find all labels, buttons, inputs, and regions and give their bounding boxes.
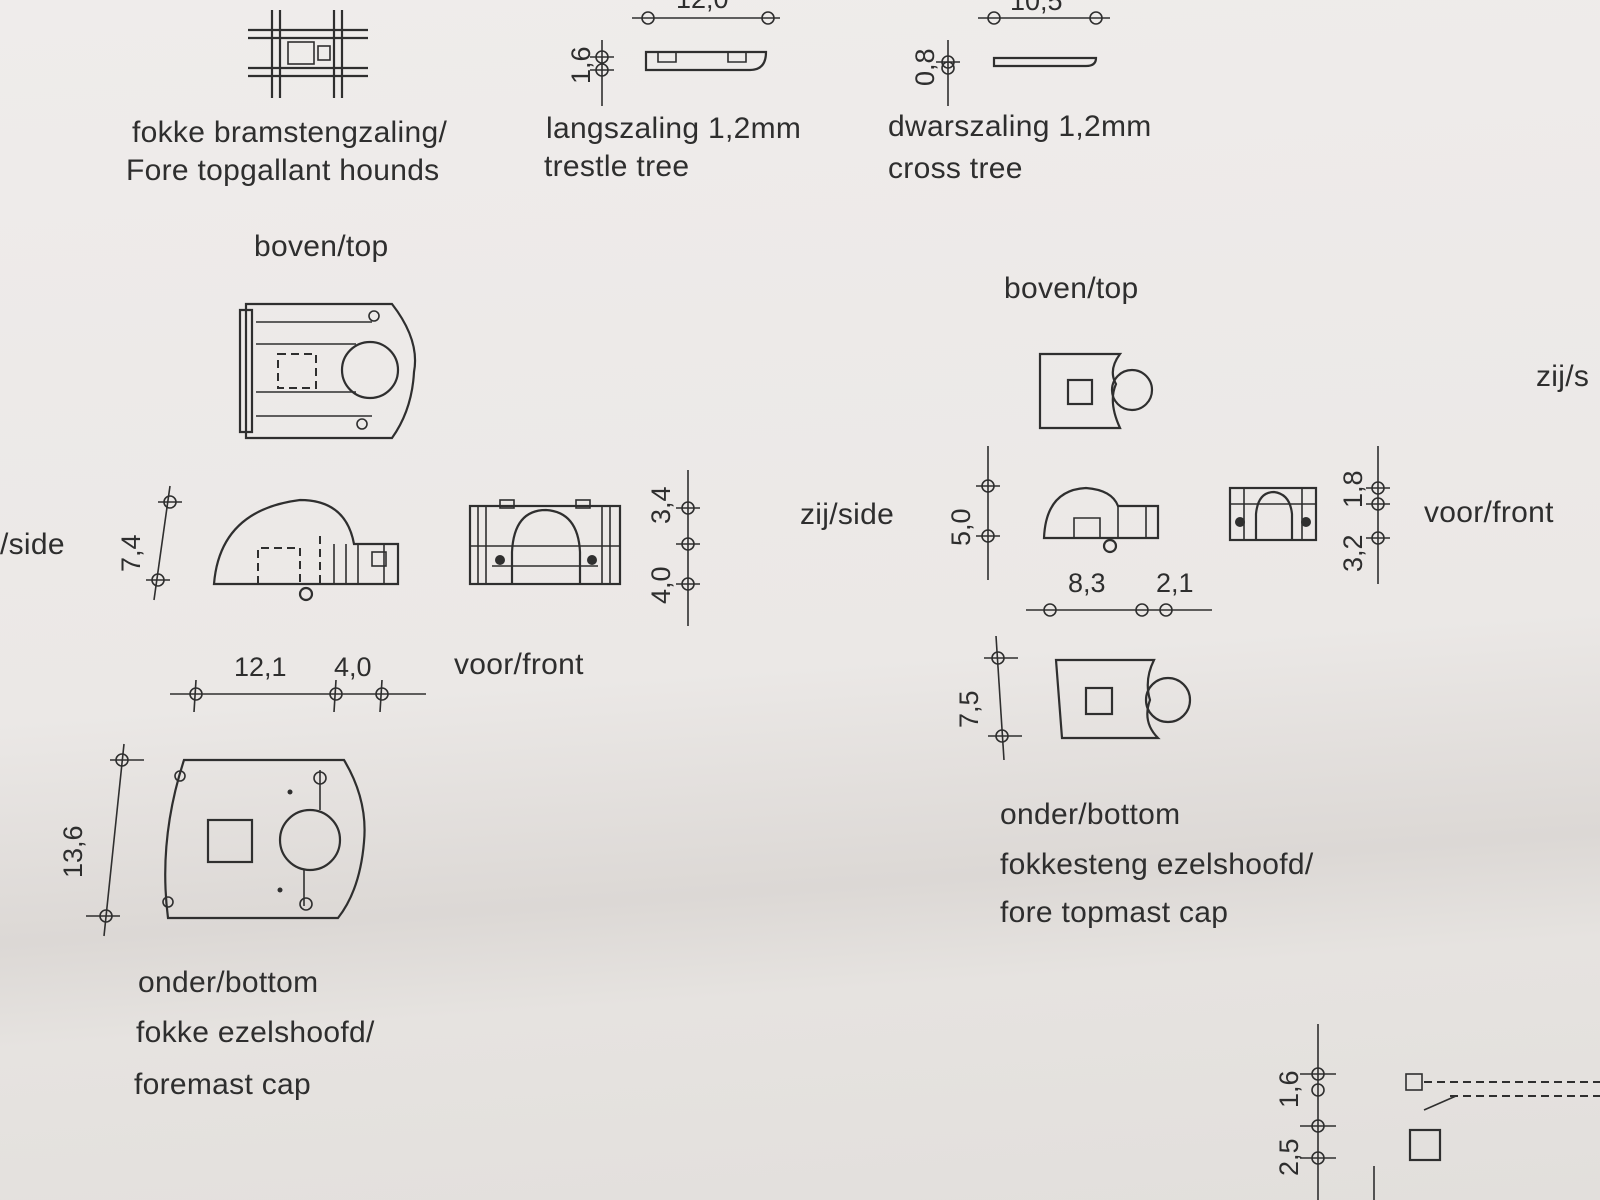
side-view-label-right-edge: zij/s: [1536, 360, 1590, 393]
trestle-tree-drawing: [590, 11, 780, 106]
dimension-corner-b: 1,6: [1274, 1070, 1304, 1108]
foremast-cap-label-en: foremast cap: [134, 1068, 312, 1101]
dimension-right-front-a: 3,2: [1338, 534, 1368, 572]
dimension-corner-a: 2,5: [1274, 1138, 1304, 1176]
front-view-label-right: voor/front: [1424, 496, 1554, 529]
topmast-cap-front-view: [1228, 446, 1390, 584]
dimension-right-front-b: 1,8: [1338, 470, 1368, 508]
dimension-left-bottom-height: 13,6: [58, 825, 88, 878]
foremast-cap-front-view: [468, 470, 700, 626]
dimension-trestle-height: 1,6: [566, 46, 596, 84]
cross-tree-label-en: cross tree: [888, 152, 1023, 185]
bottom-view-label-right: onder/bottom: [1000, 798, 1181, 831]
foremast-cap-side-view: [146, 485, 400, 602]
foremast-cap-top-view: [238, 302, 417, 440]
top-view-label-right: boven/top: [1004, 272, 1139, 305]
side-view-label-middle: zij/side: [800, 498, 895, 531]
dimension-cross-height: 0,8: [910, 48, 940, 86]
dimension-left-front-top: 3,4: [646, 486, 676, 524]
cross-tree-drawing: [936, 11, 1110, 106]
topmast-cap-side-view: [976, 446, 1212, 617]
dimension-right-length-a: 8,3: [1068, 568, 1106, 598]
front-view-label-left: voor/front: [454, 648, 584, 681]
hounds-drawing: [248, 10, 368, 98]
trestle-tree-label-nl: langszaling 1,2mm: [546, 112, 802, 145]
dimension-right-length-b: 2,1: [1156, 568, 1194, 598]
dimension-left-side-height: 7,4: [116, 534, 146, 572]
dimension-left-front-bottom: 4,0: [646, 566, 676, 604]
hounds-label-nl: fokke bramstengzaling/: [132, 116, 448, 149]
topmast-cap-label-nl: fokkesteng ezelshoofd/: [1000, 848, 1314, 881]
topmast-cap-bottom-view: [984, 635, 1192, 761]
foremast-cap-length-dimension: [170, 679, 426, 713]
bottom-view-label-left: onder/bottom: [138, 966, 319, 999]
trestle-tree-label-en: trestle tree: [544, 150, 690, 183]
dimension-trestle-width: 12,0: [676, 0, 729, 14]
dimension-left-length-b: 4,0: [334, 652, 372, 682]
cross-tree-label-nl: dwarszaling 1,2mm: [888, 110, 1152, 143]
hounds-label-en: Fore topgallant hounds: [126, 154, 440, 187]
dimension-cross-width: 10,5: [1010, 0, 1063, 16]
corner-partial-drawing: [1300, 1024, 1600, 1200]
dimension-right-side-height: 5,0: [946, 508, 976, 546]
dimension-right-bottom-height: 7,5: [954, 690, 984, 728]
dimension-left-length-a: 12,1: [234, 652, 287, 682]
top-view-label-left: boven/top: [254, 230, 389, 263]
foremast-cap-label-nl: fokke ezelshoofd/: [136, 1016, 375, 1049]
foremast-cap-bottom-view: [86, 743, 366, 937]
topmast-cap-top-view: [1038, 352, 1154, 430]
side-view-label-left: /side: [0, 528, 65, 561]
topmast-cap-label-en: fore topmast cap: [1000, 896, 1229, 929]
